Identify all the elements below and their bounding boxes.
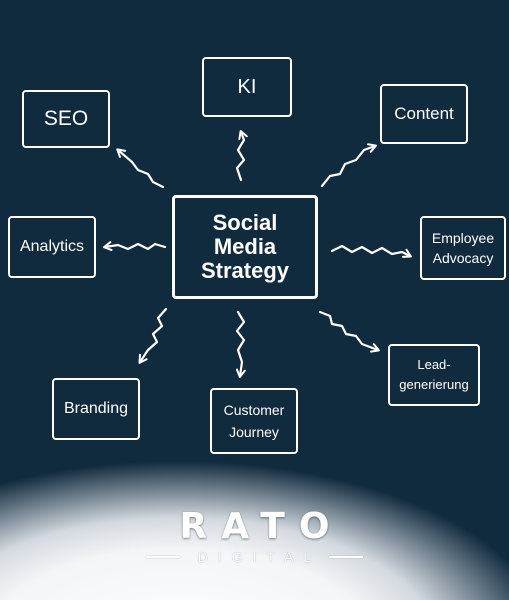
node-ki: KI [202, 57, 292, 117]
node-label-analytics: Analytics [19, 238, 85, 255]
arrow-to-branding [138, 307, 168, 364]
arrow-to-content [320, 143, 377, 188]
arrow-to-analytics [103, 241, 167, 252]
node-label-branding: Branding [63, 400, 129, 417]
node-customer-journey: Customer Journey [210, 388, 298, 454]
node-label-seo: SEO [43, 107, 89, 130]
arrow-to-seo [116, 148, 165, 189]
node-employee-advocacy: Employee Advocacy [420, 216, 506, 280]
node-label-customer-journey: Customer Journey [223, 402, 285, 440]
node-seo: SEO [22, 90, 110, 148]
logo-subline: DIGITAL [0, 549, 509, 565]
node-label-ki: KI [237, 75, 257, 98]
center-node-box: Social Media Strategy [172, 195, 318, 299]
logo-wordmark: RATO [179, 506, 344, 547]
logo-line-left [145, 556, 180, 558]
arrow-to-ki [235, 130, 248, 182]
node-label-content: Content [394, 104, 454, 123]
center-node-label: Social Media Strategy [200, 210, 290, 283]
arrow-to-leadgenerierung [318, 310, 380, 353]
arrow-to-employee-advocacy [330, 244, 412, 258]
node-label-leadgenerierung: Lead- generierung [399, 357, 469, 392]
node-branding: Branding [52, 378, 140, 440]
logo-line-right [329, 556, 364, 558]
node-label-employee-advocacy: Employee Advocacy [431, 230, 495, 266]
node-analytics: Analytics [8, 216, 96, 278]
rato-digital-logo: RATO DIGITAL [0, 506, 509, 565]
logo-subtitle: DIGITAL [197, 549, 322, 565]
node-content: Content [380, 84, 468, 144]
arrow-to-customer-journey [235, 310, 246, 378]
node-leadgenerierung: Lead- generierung [388, 344, 480, 406]
